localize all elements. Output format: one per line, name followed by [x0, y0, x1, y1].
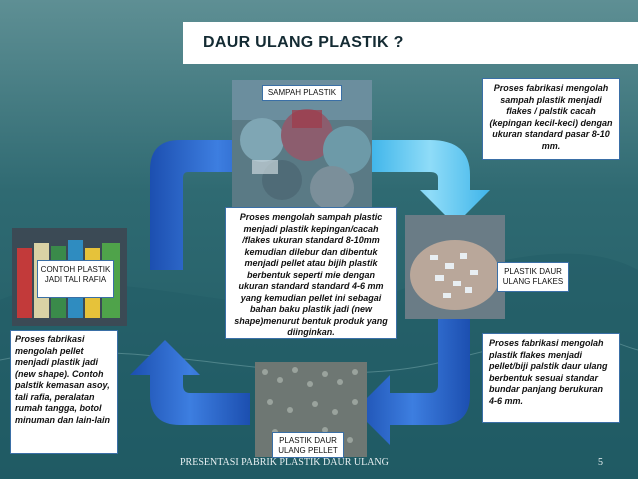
note-center-process: Proses mengolah sampah plastic menjadi p…	[225, 207, 397, 339]
note-fabrikasi-sampah: Proses fabrikasi mengolah sampah plastik…	[482, 78, 620, 160]
footer-text: PRESENTASI PABRIK PLASTIK DAUR ULANG	[180, 457, 389, 468]
arrow-top-right	[370, 140, 490, 225]
arrow-bottom-left	[130, 340, 250, 425]
label-contoh-plastik: CONTOH PLASTIK JADI TALI RAFIA	[37, 260, 114, 298]
label-plastik-flakes: PLASTIK DAUR ULANG FLAKES	[497, 262, 569, 292]
label-sampah-plastik: SAMPAH PLASTIK	[262, 85, 342, 101]
note-fabrikasi-flakes: Proses fabrikasi mengolah plastik flakes…	[482, 333, 620, 423]
photo-sampah-plastik	[232, 80, 372, 208]
note-fabrikasi-pellet: Proses fabrikasi mengolah pellet menjadi…	[10, 330, 118, 454]
page-number: 5	[598, 457, 603, 468]
photo-plastik-flakes	[405, 215, 505, 319]
arrow-bottom-right	[355, 305, 470, 445]
page-title: DAUR ULANG PLASTIK ?	[183, 22, 638, 64]
label-plastik-pellet: PLASTIK DAUR ULANG PELLET	[272, 432, 344, 458]
